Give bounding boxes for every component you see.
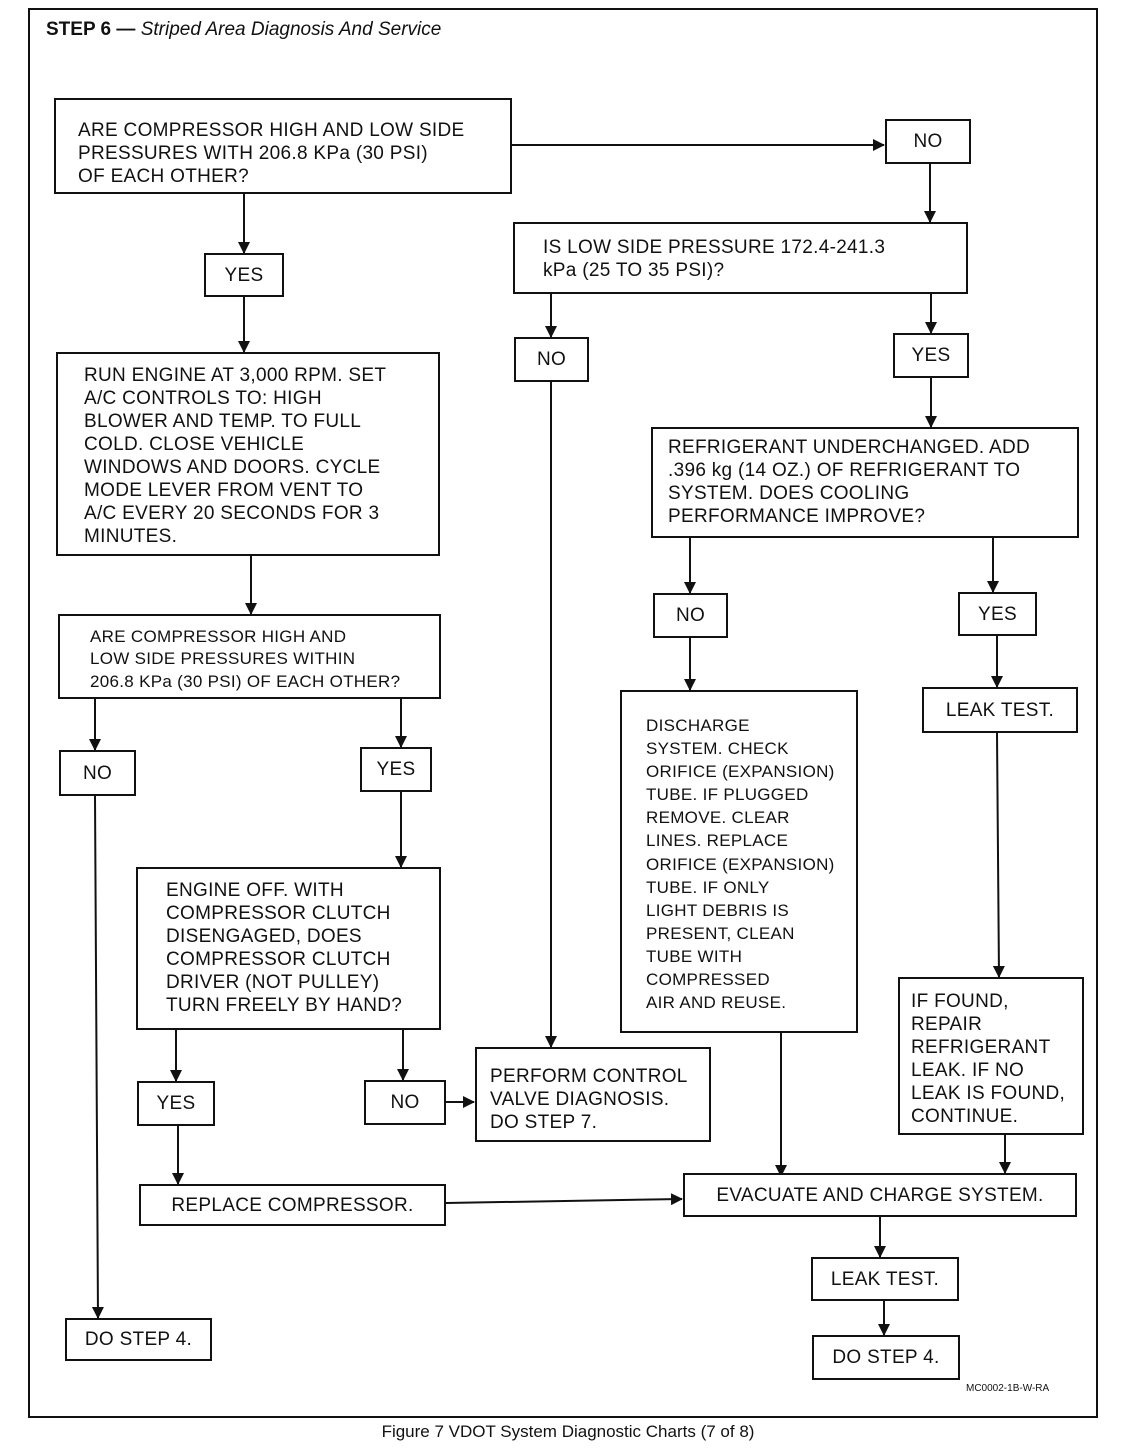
arrow-leaktest1-to-iffound xyxy=(992,732,1005,978)
do-step-4-right: DO STEP 4. xyxy=(812,1335,960,1380)
answer-yes-clutch: YES xyxy=(137,1081,215,1126)
discharge-system-instructions: DISCHARGE SYSTEM. CHECK ORIFICE (EXPANSI… xyxy=(620,690,858,1033)
repair-leak-instructions: IF FOUND, REPAIR REFRIGERANT LEAK. IF NO… xyxy=(898,977,1084,1135)
question-pressures-within-30psi: ARE COMPRESSOR HIGH AND LOW SIDE PRESSUR… xyxy=(54,98,512,194)
question-low-side-pressure: IS LOW SIDE PRESSURE 172.4-241.3 kPa (25… xyxy=(513,222,968,294)
answer-yes-cooling: YES xyxy=(958,592,1037,636)
step-number: STEP 6 — xyxy=(46,19,136,40)
leak-test-box-2: LEAK TEST. xyxy=(811,1257,959,1301)
leak-test-box: LEAK TEST. xyxy=(922,687,1078,733)
answer-no-pressures: NO xyxy=(885,119,971,164)
answer-no-pressures-2: NO xyxy=(59,750,136,796)
figure-caption: Figure 7 VDOT System Diagnostic Charts (… xyxy=(381,1422,755,1441)
evacuate-charge-box: EVACUATE AND CHARGE SYSTEM. xyxy=(683,1173,1077,1217)
answer-no-clutch: NO xyxy=(364,1080,446,1125)
answer-no-cooling: NO xyxy=(653,593,728,638)
arrow-replace-to-evacuate xyxy=(445,1193,683,1206)
step-header: STEP 6 — Striped Area Diagnosis And Serv… xyxy=(46,19,441,41)
answer-yes-pressures: YES xyxy=(204,253,284,297)
question-pressures-within-2: ARE COMPRESSOR HIGH AND LOW SIDE PRESSUR… xyxy=(58,614,441,699)
run-engine-instructions: RUN ENGINE AT 3,000 RPM. SET A/C CONTROL… xyxy=(56,352,440,556)
chart-frame xyxy=(28,8,1098,1418)
perform-control-valve-diagnosis: PERFORM CONTROL VALVE DIAGNOSIS. DO STEP… xyxy=(475,1047,711,1142)
engine-off-question: ENGINE OFF. WITH COMPRESSOR CLUTCH DISEN… xyxy=(136,867,441,1030)
arrow-no4-to-dostep4 xyxy=(91,795,104,1319)
document-code: MC0002-1B-W-RA xyxy=(966,1383,1050,1394)
do-step-4-left: DO STEP 4. xyxy=(65,1318,212,1361)
answer-yes-low-side: YES xyxy=(893,333,969,378)
step-subtitle: Striped Area Diagnosis And Service xyxy=(140,19,442,40)
answer-yes-pressures-2: YES xyxy=(360,747,432,792)
replace-compressor-box: REPLACE COMPRESSOR. xyxy=(139,1184,446,1226)
refrigerant-undercharged-question: REFRIGERANT UNDERCHANGED. ADD .396 kg (1… xyxy=(651,427,1079,538)
answer-no-low-side: NO xyxy=(514,337,589,382)
